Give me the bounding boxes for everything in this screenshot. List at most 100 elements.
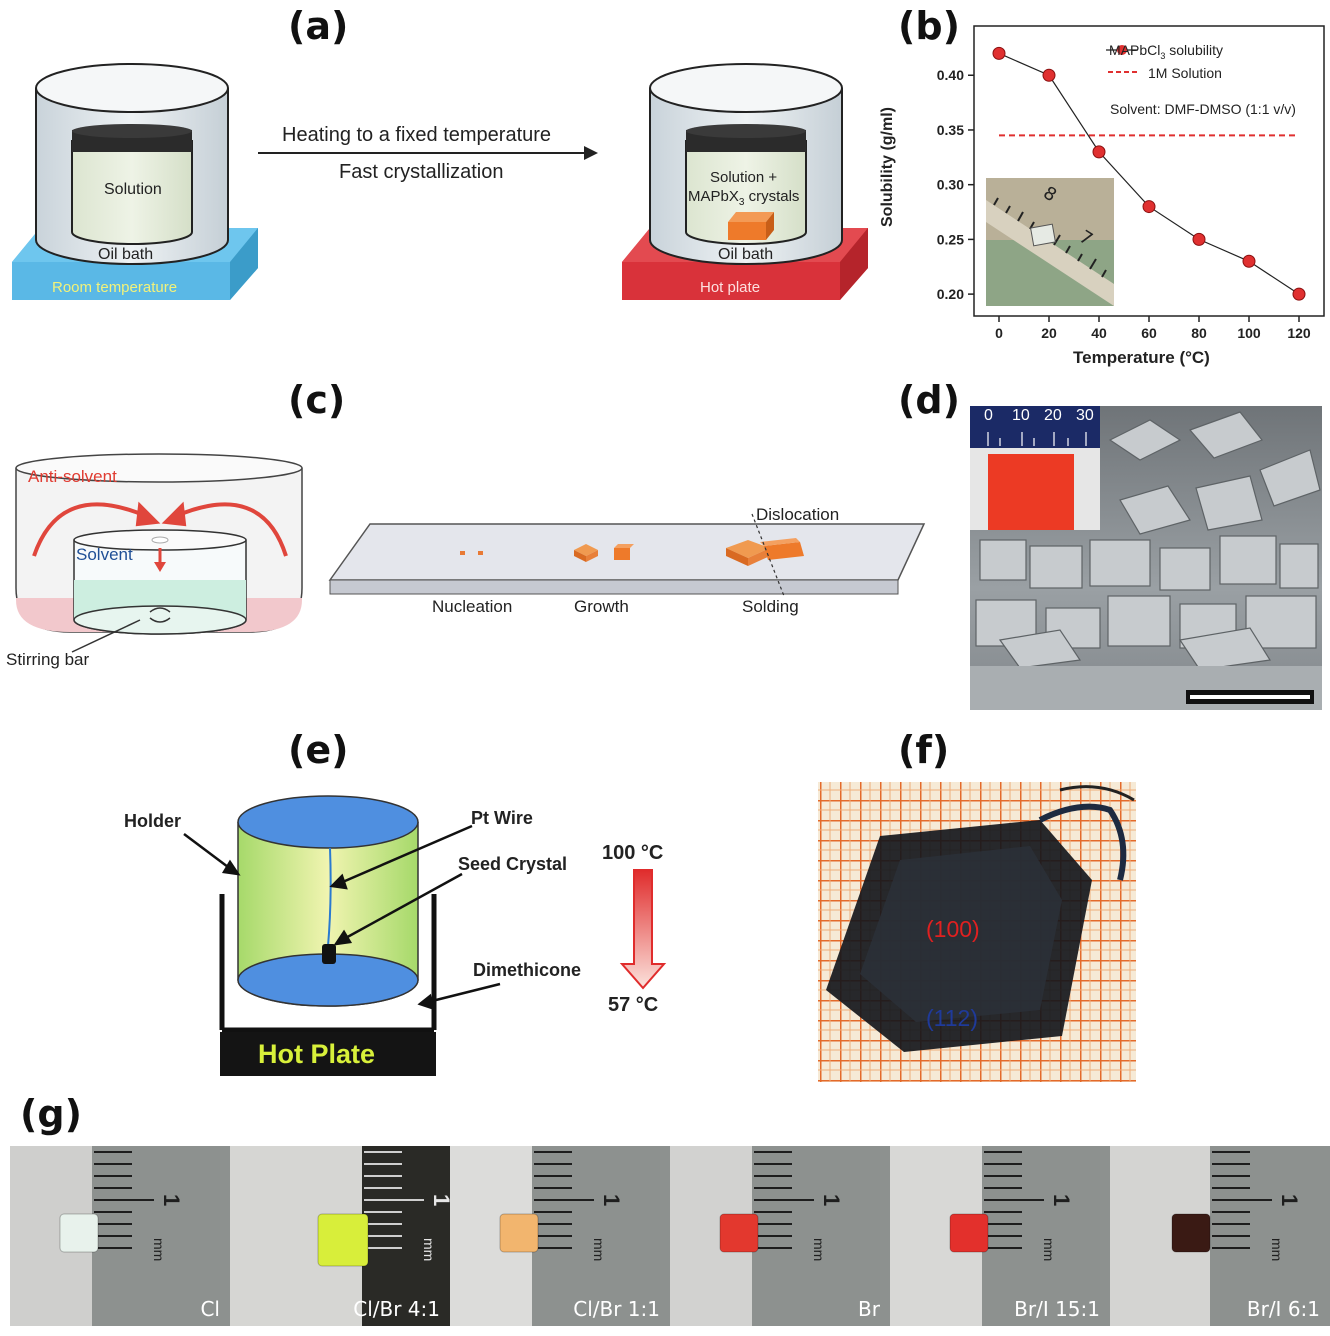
arrow-bottom-text: Fast crystallization — [339, 161, 504, 183]
sample-label: Br/I 15:1 — [1014, 1297, 1100, 1321]
temperature-high: 100 °C — [602, 842, 664, 864]
x-tick-label: 80 — [1191, 325, 1207, 341]
right-solution-label-2: MAPbX3 crystals — [688, 188, 800, 208]
crystal-sample — [499, 1213, 539, 1253]
legend-entry-solubility: MAPbCl3 solubility — [1109, 42, 1223, 61]
hot-plate-frame — [219, 894, 437, 1033]
seed-crystal-label: Seed Crystal — [458, 854, 568, 874]
steel-ruler — [982, 1146, 1110, 1326]
ruler-mark: 1 — [159, 1194, 184, 1206]
scale-tick-20: 20 — [1044, 407, 1062, 424]
temperature-arrow — [619, 869, 667, 990]
sample-label: Cl — [200, 1297, 220, 1321]
chart-annotation: Solvent: DMF-DMSO (1:1 v/v) — [1110, 101, 1296, 117]
hot-plate-label: Hot plate — [700, 279, 761, 296]
legend-swatch-point — [1117, 45, 1127, 55]
stirring-bar-label: Stirring bar — [6, 650, 90, 669]
steel-ruler — [1210, 1146, 1330, 1326]
arrow-top-text: Heating to a fixed temperature — [282, 124, 552, 146]
solded-crystals — [726, 538, 804, 566]
right-oil-bath-label: Oil bath — [718, 246, 774, 263]
ruler-unit: mm — [421, 1238, 437, 1261]
panel-label-e: (e) — [288, 728, 349, 772]
substrate — [328, 523, 926, 595]
panel-label-a: (a) — [288, 4, 349, 48]
scale-bar — [1186, 690, 1314, 704]
x-tick-label: 40 — [1091, 325, 1107, 341]
steel-ruler — [92, 1146, 230, 1326]
panel-label-g: (g) — [20, 1092, 82, 1136]
crystal-sample — [1171, 1213, 1211, 1253]
y-tick-label: 0.25 — [937, 231, 964, 247]
y-axis-label: Solubility (g/ml) — [879, 107, 896, 227]
ruler-mark: 1 — [429, 1194, 454, 1206]
face-112-label: (112) — [926, 1005, 978, 1031]
solvent-label: Solvent — [76, 545, 133, 564]
seed-crystal — [322, 944, 336, 964]
ruler-unit: mm — [1041, 1238, 1057, 1261]
hot-plate-text: Hot Plate — [258, 1039, 376, 1069]
anti-solvent-label: Anti-solvent — [28, 467, 117, 486]
anti-solvent-arrows — [32, 501, 288, 572]
pt-wire — [327, 847, 332, 947]
x-axis-label: Temperature (°C) — [1073, 348, 1210, 367]
steel-ruler — [532, 1146, 670, 1326]
holder-label: Holder — [124, 811, 182, 831]
series-solubility-point — [992, 46, 1006, 60]
scale-tick-30: 30 — [1076, 407, 1094, 424]
growth-label: Growth — [574, 597, 629, 616]
steel-ruler — [362, 1146, 450, 1326]
dimethicone-label: Dimethicone — [473, 960, 582, 980]
nucleation-label: Nucleation — [432, 597, 513, 616]
x-tick-label: 60 — [1141, 325, 1157, 341]
series-solubility-point — [1042, 68, 1056, 82]
single-crystal — [826, 785, 1135, 1052]
ruler-mark: 1 — [1277, 1194, 1302, 1206]
crystal-sample — [719, 1213, 759, 1253]
steel-ruler — [752, 1146, 890, 1326]
solding-label: Solding — [742, 597, 799, 616]
ruler-unit: mm — [1269, 1238, 1285, 1261]
series-solubility-point — [1142, 200, 1156, 214]
y-tick-label: 0.30 — [937, 177, 964, 193]
x-tick-label: 20 — [1041, 325, 1057, 341]
ruler-mark: 1 — [599, 1194, 624, 1206]
panel-label-c: (c) — [288, 378, 346, 422]
growth-crystals — [574, 544, 634, 562]
face-100-label: (100) — [926, 916, 980, 942]
series-solubility-point — [1242, 254, 1256, 268]
nucleation-dots — [460, 551, 483, 555]
sample-label: Br/I 6:1 — [1247, 1297, 1320, 1321]
ruler-unit: mm — [591, 1238, 607, 1261]
legend-entry-1m-solution: 1M Solution — [1148, 65, 1222, 81]
inset-ruler-photo: 8 7 — [986, 178, 1114, 306]
sample-label: Cl/Br 1:1 — [573, 1297, 660, 1321]
crystal-sample — [59, 1213, 99, 1253]
scale-tick-0: 0 — [984, 407, 993, 424]
y-tick-label: 0.40 — [937, 67, 964, 83]
stirring-bar-icon — [71, 607, 171, 653]
scale-tick-10: 10 — [1012, 407, 1030, 424]
sample-label: Br — [858, 1297, 881, 1321]
x-tick-label: 100 — [1237, 325, 1261, 341]
left-solution-label: Solution — [104, 181, 162, 198]
dislocation-line — [751, 513, 785, 597]
ruler-unit: mm — [151, 1238, 167, 1261]
ruler-mark: 1 — [1049, 1194, 1074, 1206]
chart-series — [992, 45, 1306, 301]
series-solubility-point — [1192, 232, 1206, 246]
left-oil-bath-label: Oil bath — [98, 246, 154, 263]
y-tick-label: 0.35 — [937, 122, 964, 138]
holder-cylinder — [237, 795, 419, 1007]
panel-label-d: (d) — [898, 378, 960, 422]
pointer-arrows — [183, 824, 501, 1010]
temperature-low: 57 °C — [608, 994, 659, 1016]
crystal-sample — [949, 1213, 989, 1253]
sem-crystal-blocks — [975, 411, 1321, 671]
